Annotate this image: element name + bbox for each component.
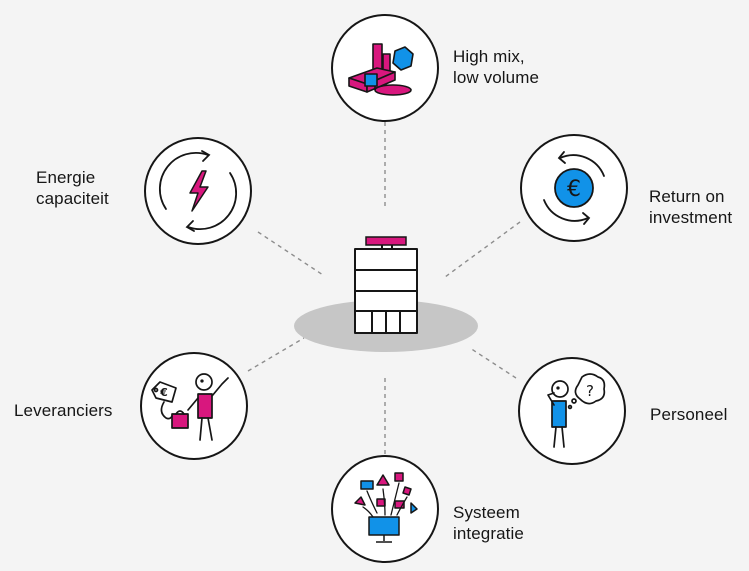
label-personeel: Personeel <box>650 404 727 425</box>
node-leveranciers: € <box>140 352 248 460</box>
system-integration-icon <box>354 472 418 543</box>
label-systeem: Systeem integratie <box>453 502 524 544</box>
label-systeem-line2: integratie <box>453 524 524 543</box>
connector-energie <box>257 231 324 276</box>
label-energie: Energie capaciteit <box>36 167 109 209</box>
node-high-mix <box>331 14 439 122</box>
product-variety-icon <box>348 43 414 96</box>
supplier-person-icon: € <box>151 373 229 441</box>
euro-cycle-icon: € <box>543 151 605 225</box>
node-roi: € <box>520 134 628 242</box>
label-leveranciers-line1: Leveranciers <box>14 401 113 420</box>
energy-cycle-icon <box>159 150 237 232</box>
connector-personeel <box>469 347 517 379</box>
label-roi: Return on investment <box>649 186 732 228</box>
node-personeel: ? <box>518 357 626 465</box>
thinking-person-icon: ? <box>547 373 606 448</box>
connector-leveranciers <box>247 337 305 372</box>
label-roi-line2: investment <box>649 208 733 227</box>
label-energie-line2: capaciteit <box>36 189 109 208</box>
label-high-mix: High mix, low volume <box>453 46 539 88</box>
svg-text:€: € <box>567 177 581 202</box>
node-energie <box>144 137 252 245</box>
label-personeel-line1: Personeel <box>650 405 728 424</box>
label-energie-line1: Energie <box>36 168 96 187</box>
label-leveranciers: Leveranciers <box>14 400 113 421</box>
node-systeem <box>331 455 439 563</box>
label-roi-line1: Return on <box>649 187 725 206</box>
label-high-mix-line1: High mix, <box>453 47 525 66</box>
svg-text:?: ? <box>586 382 594 400</box>
svg-text:€: € <box>159 386 168 399</box>
label-systeem-line1: Systeem <box>453 503 520 522</box>
label-high-mix-line2: low volume <box>453 68 540 87</box>
